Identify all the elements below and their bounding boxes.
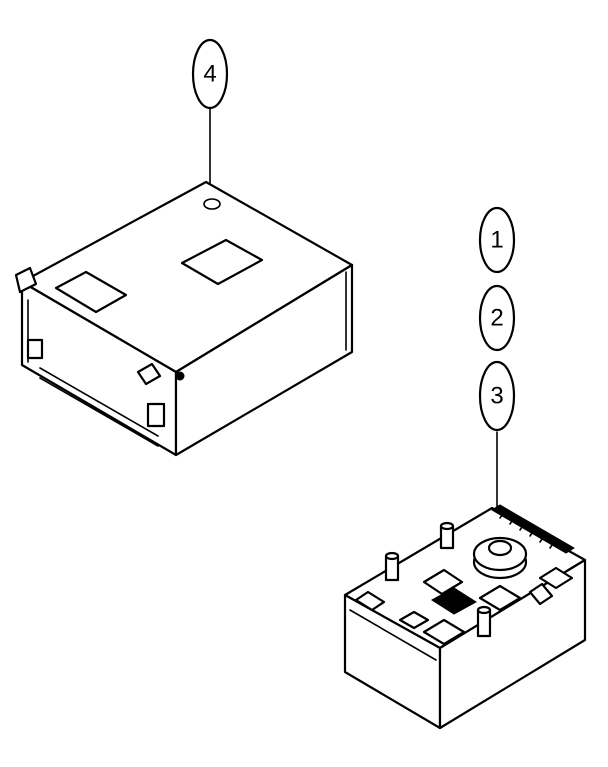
module-post-1	[439, 521, 455, 550]
callout-4-label: 4	[203, 61, 216, 88]
module-component-c	[422, 618, 466, 646]
cover-left-tab	[14, 266, 38, 294]
cover-clip-right	[146, 402, 166, 428]
callout-2-label: 2	[490, 305, 503, 332]
cover-latch	[136, 362, 162, 386]
callout-4: 4	[191, 38, 229, 110]
cover-front-rail-2	[39, 377, 159, 447]
callout-3-label: 3	[490, 383, 503, 410]
module-post-2	[384, 551, 400, 582]
module-clip-right	[528, 582, 554, 606]
module-knob	[472, 536, 528, 580]
module-front-inner-edge	[349, 609, 437, 661]
module-clip-left	[354, 590, 386, 612]
cover-front-rail	[39, 367, 159, 437]
connector-pins	[499, 511, 555, 549]
callout-1: 1	[478, 206, 516, 274]
parts-1-2-3-module	[343, 431, 587, 730]
cover-corner-screw	[175, 371, 185, 381]
module-post-3	[476, 605, 492, 638]
cover-hole	[203, 198, 221, 210]
callout-2: 2	[478, 284, 516, 352]
module-component-b	[478, 584, 522, 612]
callout-1-label: 1	[490, 227, 503, 254]
cover-label-window-right	[180, 238, 264, 286]
module-component-e	[538, 566, 574, 590]
module-chip-center	[431, 587, 477, 615]
module-component-a	[422, 568, 464, 596]
part-4-cover	[14, 107, 354, 457]
cover-label-window-left	[54, 270, 128, 314]
cover-clip-left	[26, 338, 44, 360]
callout-3: 3	[478, 360, 516, 432]
module-component-d	[398, 610, 430, 630]
cover-right-face	[174, 263, 354, 457]
